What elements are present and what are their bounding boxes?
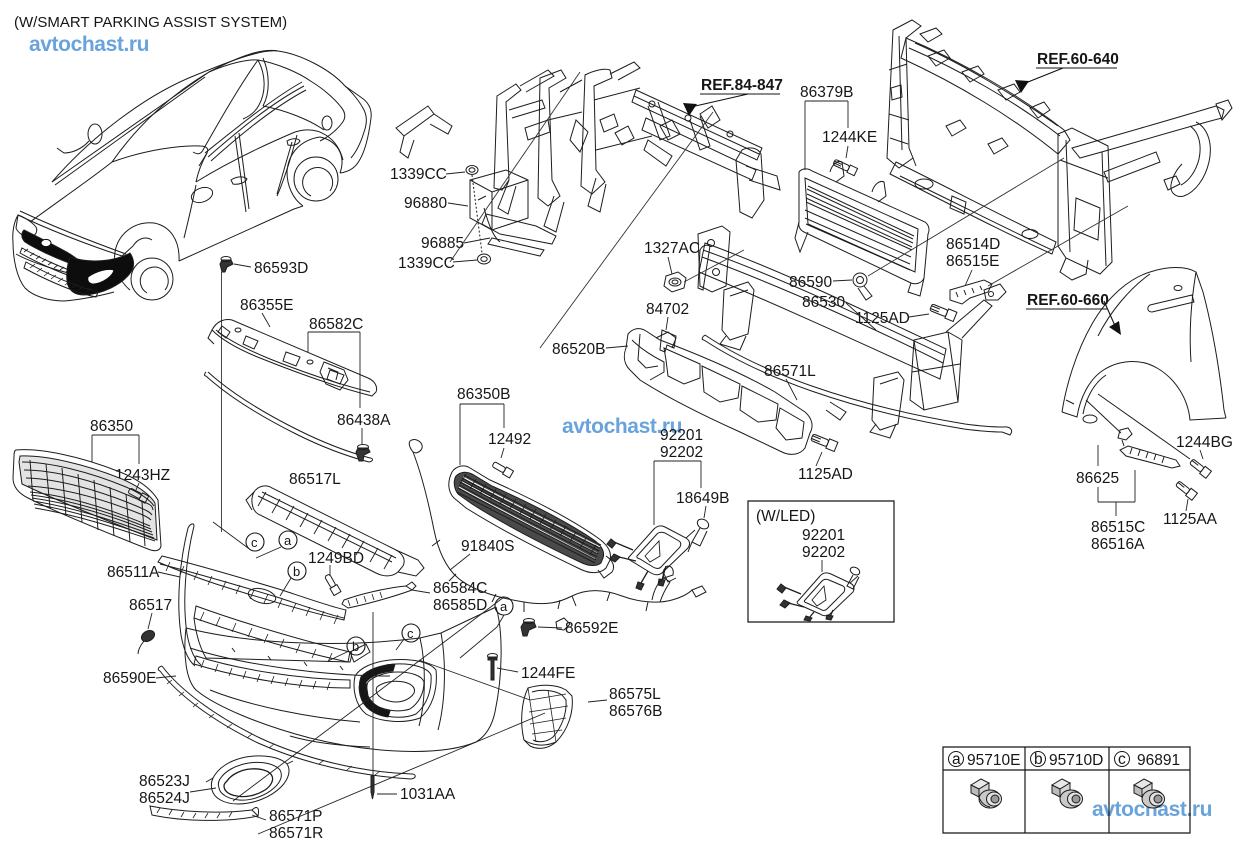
svg-text:c: c (251, 535, 258, 550)
svg-text:86582C: 86582C (309, 316, 363, 333)
svg-text:96880: 96880 (404, 195, 447, 212)
svg-text:86590E: 86590E (103, 670, 156, 687)
svg-text:1243HZ: 1243HZ (115, 467, 170, 484)
svg-text:86515E: 86515E (946, 253, 999, 270)
svg-text:c: c (407, 626, 414, 641)
svg-text:86350B: 86350B (457, 386, 510, 403)
svg-text:avtochast.ru: avtochast.ru (1092, 798, 1212, 821)
svg-text:avtochast.ru: avtochast.ru (29, 33, 149, 56)
svg-text:86515C: 86515C (1091, 519, 1145, 536)
svg-text:86585D: 86585D (433, 597, 487, 614)
svg-text:a: a (952, 751, 961, 768)
svg-text:(W/SMART PARKING ASSIST SYSTEM: (W/SMART PARKING ASSIST SYSTEM) (14, 14, 287, 31)
svg-text:86625: 86625 (1076, 470, 1119, 487)
svg-text:avtochast.ru: avtochast.ru (562, 415, 682, 438)
svg-text:86530: 86530 (802, 294, 845, 311)
svg-text:86571L: 86571L (764, 363, 816, 380)
svg-text:86511A: 86511A (107, 564, 160, 581)
svg-text:86379B: 86379B (800, 84, 853, 101)
svg-text:1125AD: 1125AD (798, 466, 853, 483)
svg-text:86523J: 86523J (139, 773, 190, 790)
svg-text:86355E: 86355E (240, 297, 293, 314)
svg-text:86350: 86350 (90, 418, 133, 435)
svg-text:86517: 86517 (129, 597, 172, 614)
svg-text:1339CC: 1339CC (398, 255, 455, 272)
svg-text:86520B: 86520B (552, 341, 605, 358)
svg-text:96885: 96885 (421, 235, 464, 252)
svg-text:92202: 92202 (660, 444, 703, 461)
svg-text:95710E: 95710E (967, 752, 1020, 769)
svg-text:86517L: 86517L (289, 471, 341, 488)
svg-text:86575L: 86575L (609, 686, 661, 703)
svg-text:86590: 86590 (789, 274, 832, 291)
svg-text:1125AA: 1125AA (1163, 511, 1218, 528)
svg-text:86593D: 86593D (254, 260, 308, 277)
svg-text:1244KE: 1244KE (822, 129, 877, 146)
svg-text:86514D: 86514D (946, 236, 1000, 253)
svg-text:92202: 92202 (802, 544, 845, 561)
svg-text:1249BD: 1249BD (308, 550, 364, 567)
svg-text:1327AC: 1327AC (644, 240, 700, 257)
svg-text:92201: 92201 (660, 427, 703, 444)
svg-text:91840S: 91840S (461, 538, 514, 555)
svg-text:86592E: 86592E (565, 620, 618, 637)
svg-text:1125AD: 1125AD (855, 310, 910, 327)
svg-text:86516A: 86516A (1091, 536, 1145, 553)
svg-text:86584C: 86584C (433, 580, 487, 597)
svg-text:1244BG: 1244BG (1176, 434, 1233, 451)
svg-text:1244FE: 1244FE (521, 665, 575, 682)
svg-text:92201: 92201 (802, 527, 845, 544)
svg-text:b: b (352, 639, 359, 654)
svg-text:REF.60-640: REF.60-640 (1037, 51, 1119, 68)
svg-text:1031AA: 1031AA (400, 786, 456, 803)
svg-text:86571R: 86571R (269, 825, 323, 842)
svg-text:REF.60-660: REF.60-660 (1027, 292, 1109, 309)
svg-text:86524J: 86524J (139, 790, 190, 807)
svg-text:18649B: 18649B (676, 490, 729, 507)
svg-text:b: b (1034, 751, 1043, 768)
svg-text:(W/LED): (W/LED) (756, 508, 815, 525)
svg-text:96891: 96891 (1137, 752, 1180, 769)
svg-text:b: b (293, 564, 300, 579)
svg-text:84702: 84702 (646, 301, 689, 318)
svg-text:REF.84-847: REF.84-847 (701, 77, 783, 94)
svg-text:1339CC: 1339CC (390, 166, 447, 183)
svg-text:a: a (500, 599, 508, 614)
svg-text:95710D: 95710D (1049, 752, 1103, 769)
svg-text:a: a (284, 533, 292, 548)
svg-text:c: c (1118, 751, 1126, 768)
svg-text:12492: 12492 (488, 431, 531, 448)
svg-text:86576B: 86576B (609, 703, 662, 720)
svg-text:86438A: 86438A (337, 412, 391, 429)
